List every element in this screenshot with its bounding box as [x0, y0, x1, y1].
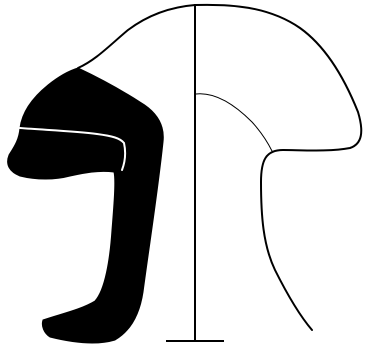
- profile-diagram: [0, 0, 370, 346]
- diagram-canvas: [0, 0, 370, 346]
